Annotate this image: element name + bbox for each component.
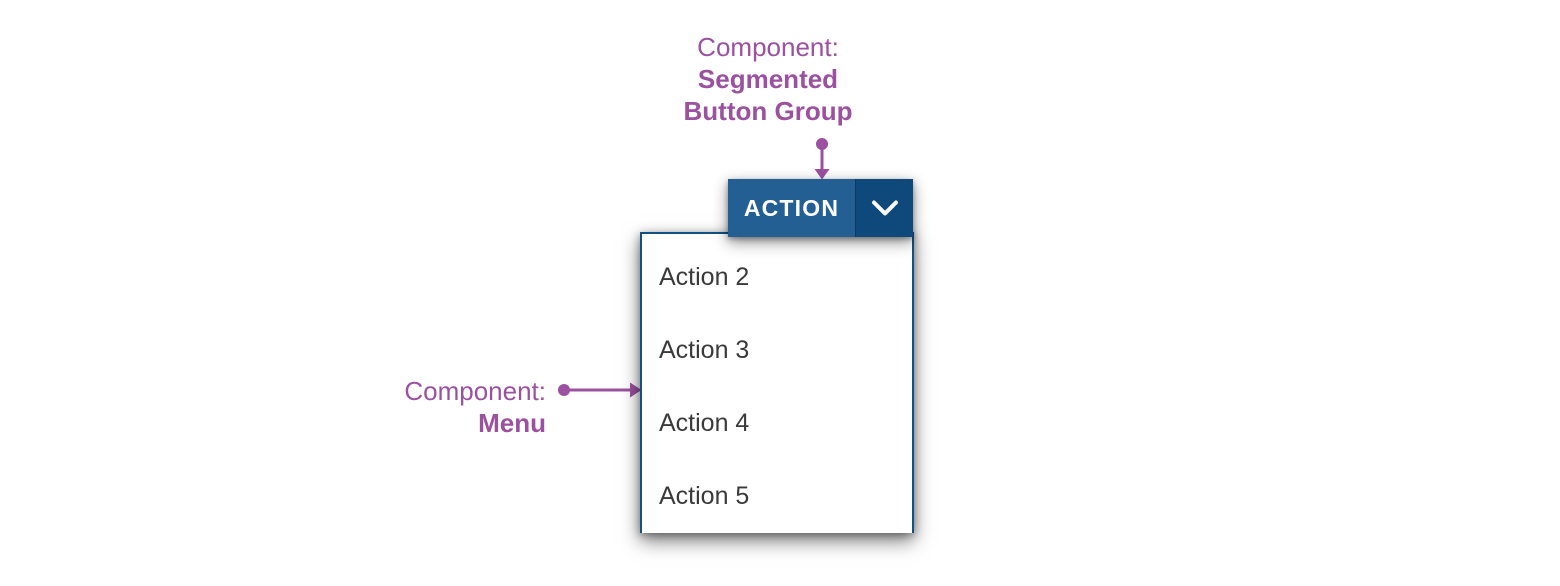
annotation-component-name: Menu: [478, 408, 546, 438]
annotation-prefix: Component:: [404, 376, 546, 406]
action-button[interactable]: ACTION: [728, 179, 855, 237]
annotation-component-name: Segmented: [697, 64, 839, 94]
menu-item[interactable]: Action 3: [642, 314, 912, 387]
annotation-component-name: Button Group: [683, 96, 853, 126]
menu-item[interactable]: Action 5: [642, 460, 912, 533]
menu-item[interactable]: Action 2: [642, 241, 912, 314]
chevron-down-icon: [871, 200, 898, 215]
right-arrow-icon: [558, 382, 642, 398]
dropdown-toggle-button[interactable]: [855, 179, 913, 237]
annotation-segmented-button-group: Component: Segmented Button Group: [618, 31, 918, 127]
dropdown-menu: Action 2 Action 3 Action 4 Action 5: [640, 232, 914, 533]
down-arrow-icon: [814, 138, 830, 180]
menu-item[interactable]: Action 4: [642, 387, 912, 460]
segmented-button-group: ACTION: [728, 179, 913, 237]
annotation-menu: Component: Menu: [276, 375, 546, 439]
annotation-prefix: Component:: [697, 32, 839, 62]
